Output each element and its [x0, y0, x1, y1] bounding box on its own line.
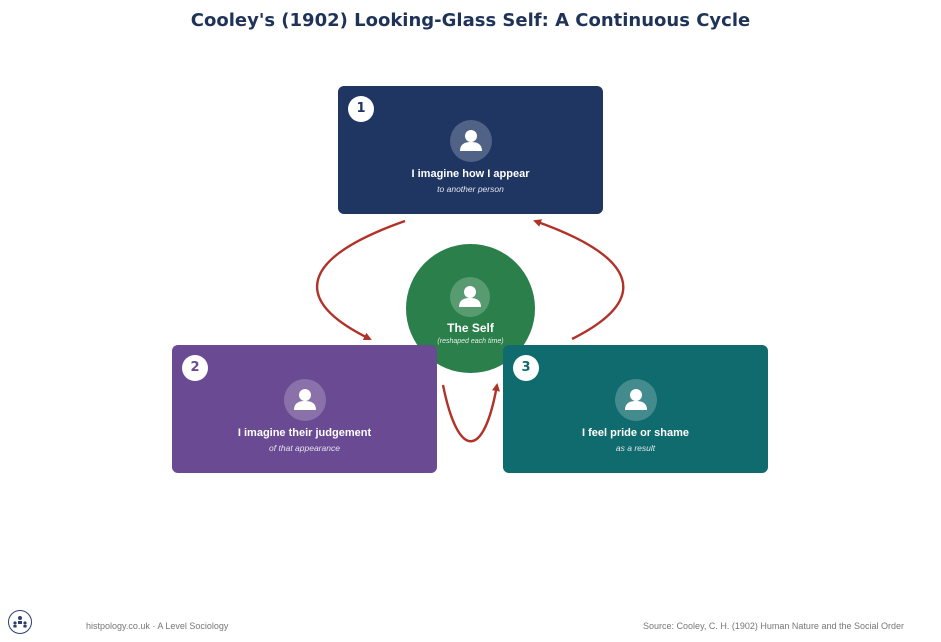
people-group-icon [8, 610, 32, 634]
person-icon [615, 379, 657, 421]
step-number-badge: 3 [513, 355, 539, 381]
step-number-badge: 1 [348, 96, 374, 122]
self-sublabel: (reshaped each time) [437, 338, 504, 345]
footer-source: Source: Cooley, C. H. (1902) Human Natur… [643, 621, 904, 631]
step-label: I imagine how I appear [411, 168, 530, 180]
step-1-card: 1 I imagine how I appear to another pers… [338, 86, 603, 214]
person-icon [284, 379, 326, 421]
arrow-step3-to-step1 [533, 219, 625, 341]
step-label: I feel pride or shame [582, 427, 689, 439]
step-2-card: 2 I imagine their judgement of that appe… [172, 345, 437, 473]
arrow-step1-to-step2 [315, 219, 406, 341]
step-sublabel: to another person [437, 184, 504, 194]
self-label: The Self [447, 321, 494, 335]
step-3-card: 3 I feel pride or shame as a result [503, 345, 768, 473]
step-sublabel: of that appearance [269, 443, 340, 453]
page-title: Cooley's (1902) Looking-Glass Self: A Co… [190, 10, 751, 31]
step-number-badge: 2 [182, 355, 208, 381]
footer-site-credit: histpology.co.uk · A Level Sociology [86, 621, 229, 631]
arrow-step2-to-step3 [441, 383, 500, 443]
person-icon [450, 277, 490, 317]
person-icon [450, 120, 492, 162]
step-sublabel: as a result [615, 443, 656, 453]
step-label: I imagine their judgement [237, 427, 372, 439]
